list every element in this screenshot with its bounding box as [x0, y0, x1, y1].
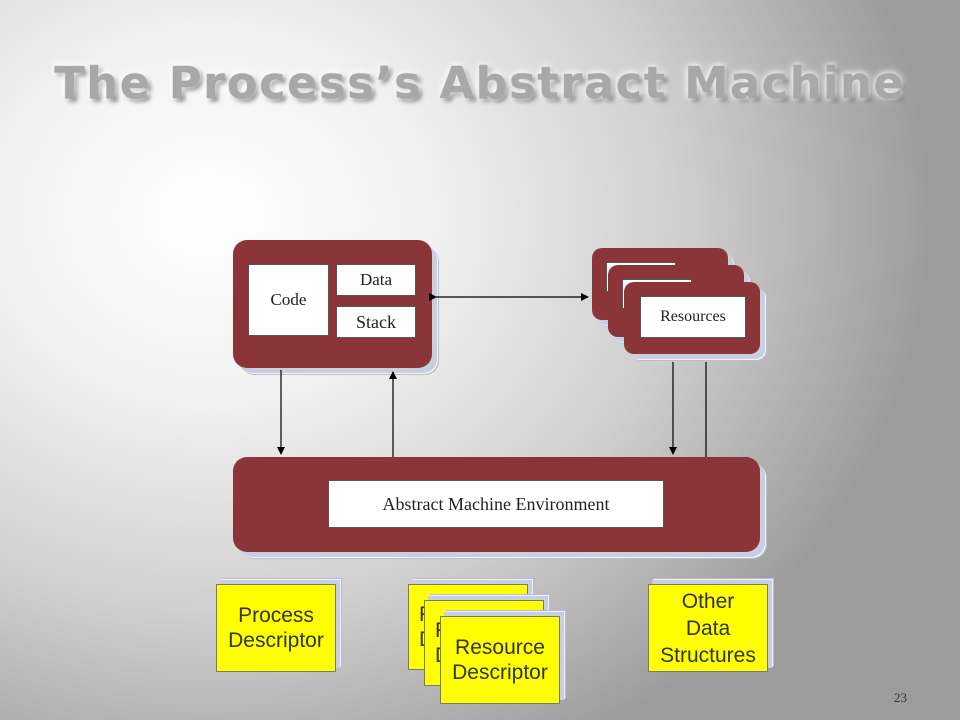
- process-descriptor-line2: Descriptor: [228, 629, 324, 652]
- other-line3: Structures: [660, 643, 756, 667]
- other-line2: Data: [685, 616, 731, 640]
- slide-title: The Process’s Abstract Machine: [54, 58, 906, 109]
- resource-descriptor-front: Resource Descriptor: [440, 616, 560, 704]
- other-line1: Other: [681, 589, 735, 613]
- resources-inner-front: Resources: [640, 296, 746, 338]
- stack-label: Stack: [356, 311, 396, 332]
- environment-label: Abstract Machine Environment: [382, 493, 610, 514]
- resources-label: Resources: [660, 308, 726, 325]
- code-segment: Code: [248, 264, 329, 336]
- resource-descriptor-line2: Descriptor: [452, 661, 548, 684]
- other-data-structures-box: Other Data Structures: [648, 584, 768, 672]
- process-descriptor-box: Process Descriptor: [216, 584, 336, 672]
- resource-descriptor-line1: Resource: [455, 636, 545, 659]
- environment-inner: Abstract Machine Environment: [328, 480, 664, 528]
- slide-number: 23: [894, 690, 907, 705]
- code-label: Code: [270, 290, 307, 309]
- stack-segment: Stack: [336, 306, 416, 338]
- data-label: Data: [359, 270, 393, 289]
- data-segment: Data: [336, 264, 416, 296]
- process-descriptor-line1: Process: [238, 604, 314, 627]
